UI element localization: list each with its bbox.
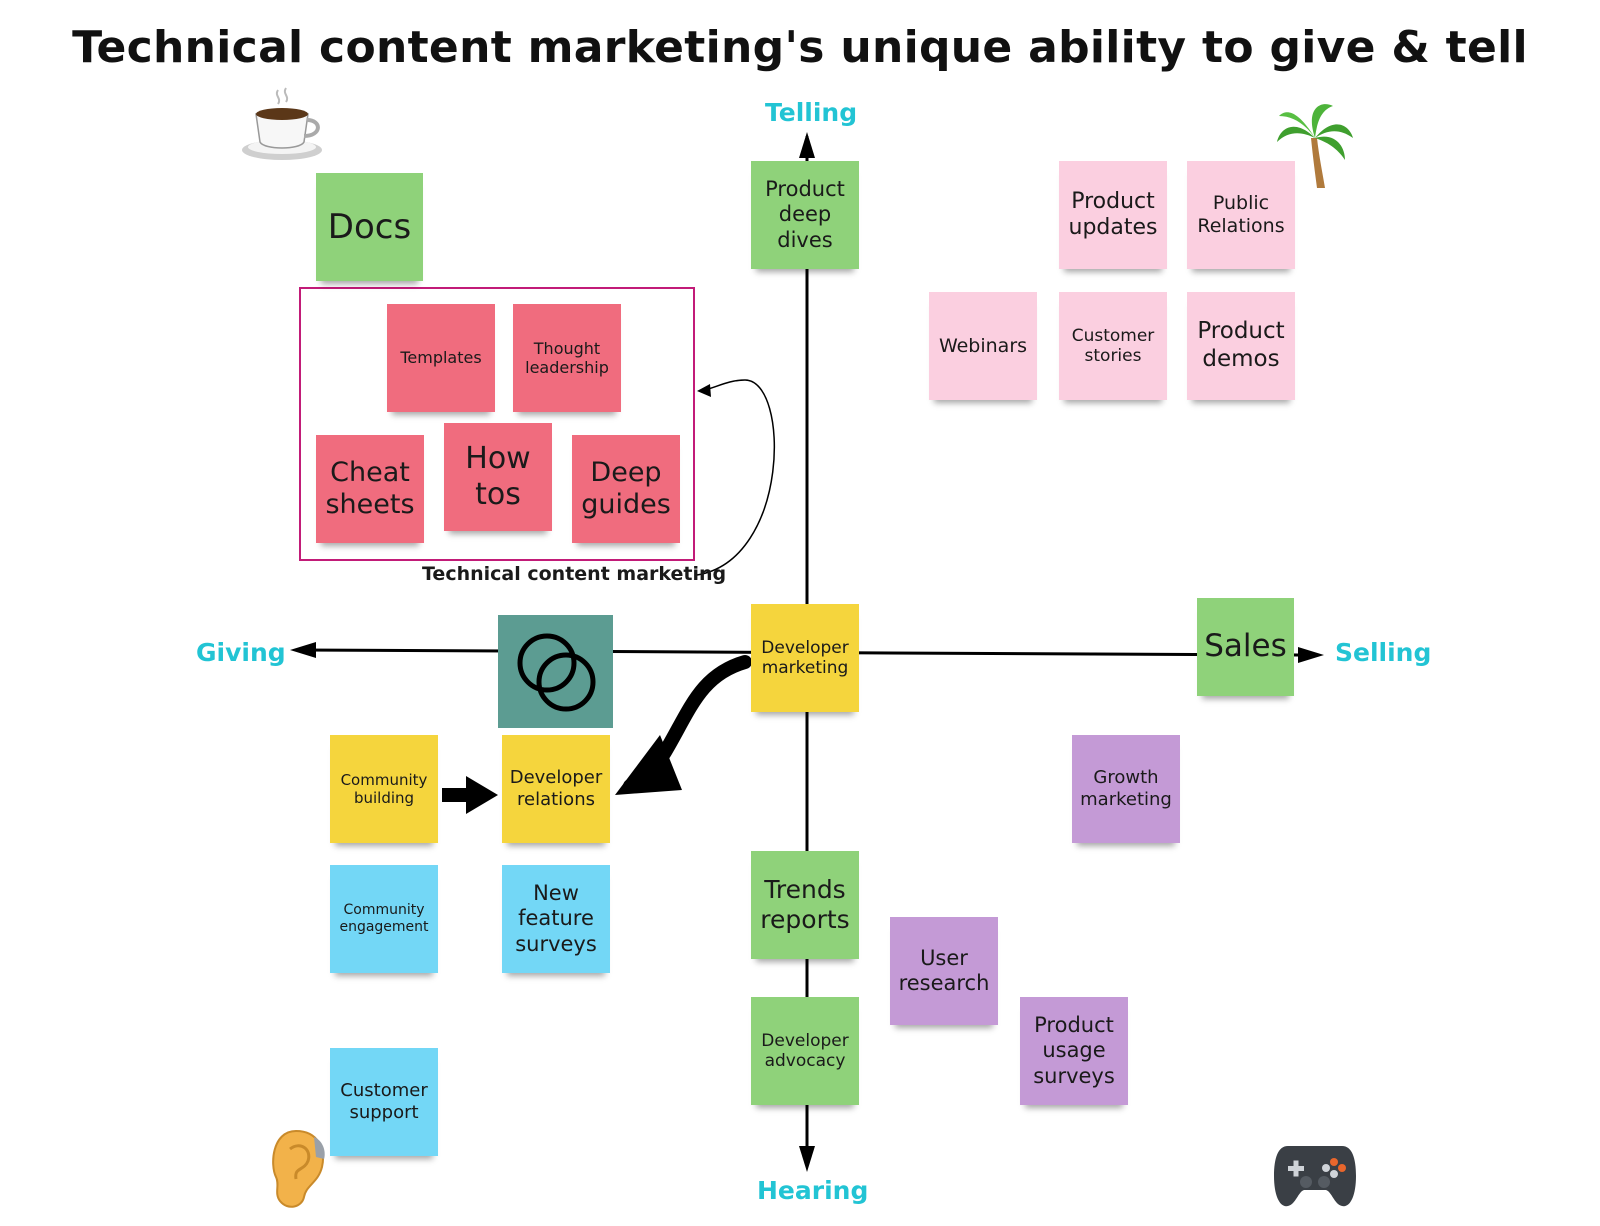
note-community-building[interactable]: Community building	[330, 735, 438, 843]
note-how-tos[interactable]: How tos	[444, 423, 552, 531]
note-developer-advocacy[interactable]: Developer advocacy	[751, 997, 859, 1105]
note-thought-leadership[interactable]: Thought leadership	[513, 304, 621, 412]
axis-label-selling: Selling	[1335, 638, 1432, 667]
note-templates[interactable]: Templates	[387, 304, 495, 412]
note-cheat-sheets[interactable]: Cheat sheets	[316, 435, 424, 543]
note-developer-marketing[interactable]: Developer marketing	[751, 604, 859, 712]
note-public-relations[interactable]: Public Relations	[1187, 161, 1295, 269]
note-customer-stories[interactable]: Customer stories	[1059, 292, 1167, 400]
axis-arrow-up	[799, 132, 815, 158]
venn-tile	[498, 615, 613, 728]
note-developer-relations[interactable]: Developer relations	[502, 735, 610, 843]
note-community-engagement[interactable]: Community engagement	[330, 865, 438, 973]
axis-label-giving: Giving	[196, 638, 286, 667]
note-product-usage-surveys[interactable]: Product usage surveys	[1020, 997, 1128, 1105]
coffee-cup-icon	[242, 87, 322, 160]
diagram-title: Technical content marketing's unique abi…	[72, 22, 1528, 73]
note-product-demos[interactable]: Product demos	[1187, 292, 1295, 400]
axis-label-hearing: Hearing	[757, 1176, 869, 1205]
axis-arrow-right	[1298, 647, 1324, 663]
axis-label-telling: Telling	[765, 98, 858, 127]
note-customer-support[interactable]: Customer support	[330, 1048, 438, 1156]
note-product-deep-dives[interactable]: Product deep dives	[751, 161, 859, 269]
note-product-updates[interactable]: Product updates	[1059, 161, 1167, 269]
group-label: Technical content marketing	[422, 563, 727, 585]
ear-icon	[272, 1129, 325, 1208]
palm-tree-icon	[1277, 104, 1353, 188]
axis-arrow-down	[799, 1146, 815, 1172]
technical-content-marketing-group	[299, 287, 695, 561]
game-controller-icon	[1274, 1146, 1356, 1207]
venn-circles-icon	[517, 633, 595, 711]
note-trends-reports[interactable]: Trends reports	[751, 851, 859, 959]
group-curved-arrow	[696, 379, 776, 576]
note-webinars[interactable]: Webinars	[929, 292, 1037, 400]
note-new-feature-surveys[interactable]: New feature surveys	[502, 865, 610, 973]
note-docs[interactable]: Docs	[316, 173, 423, 281]
note-sales[interactable]: Sales	[1197, 598, 1294, 696]
axis-arrow-left	[290, 642, 316, 658]
note-user-research[interactable]: User research	[890, 917, 998, 1025]
note-deep-guides[interactable]: Deep guides	[572, 435, 680, 543]
note-growth-marketing[interactable]: Growth marketing	[1072, 735, 1180, 843]
